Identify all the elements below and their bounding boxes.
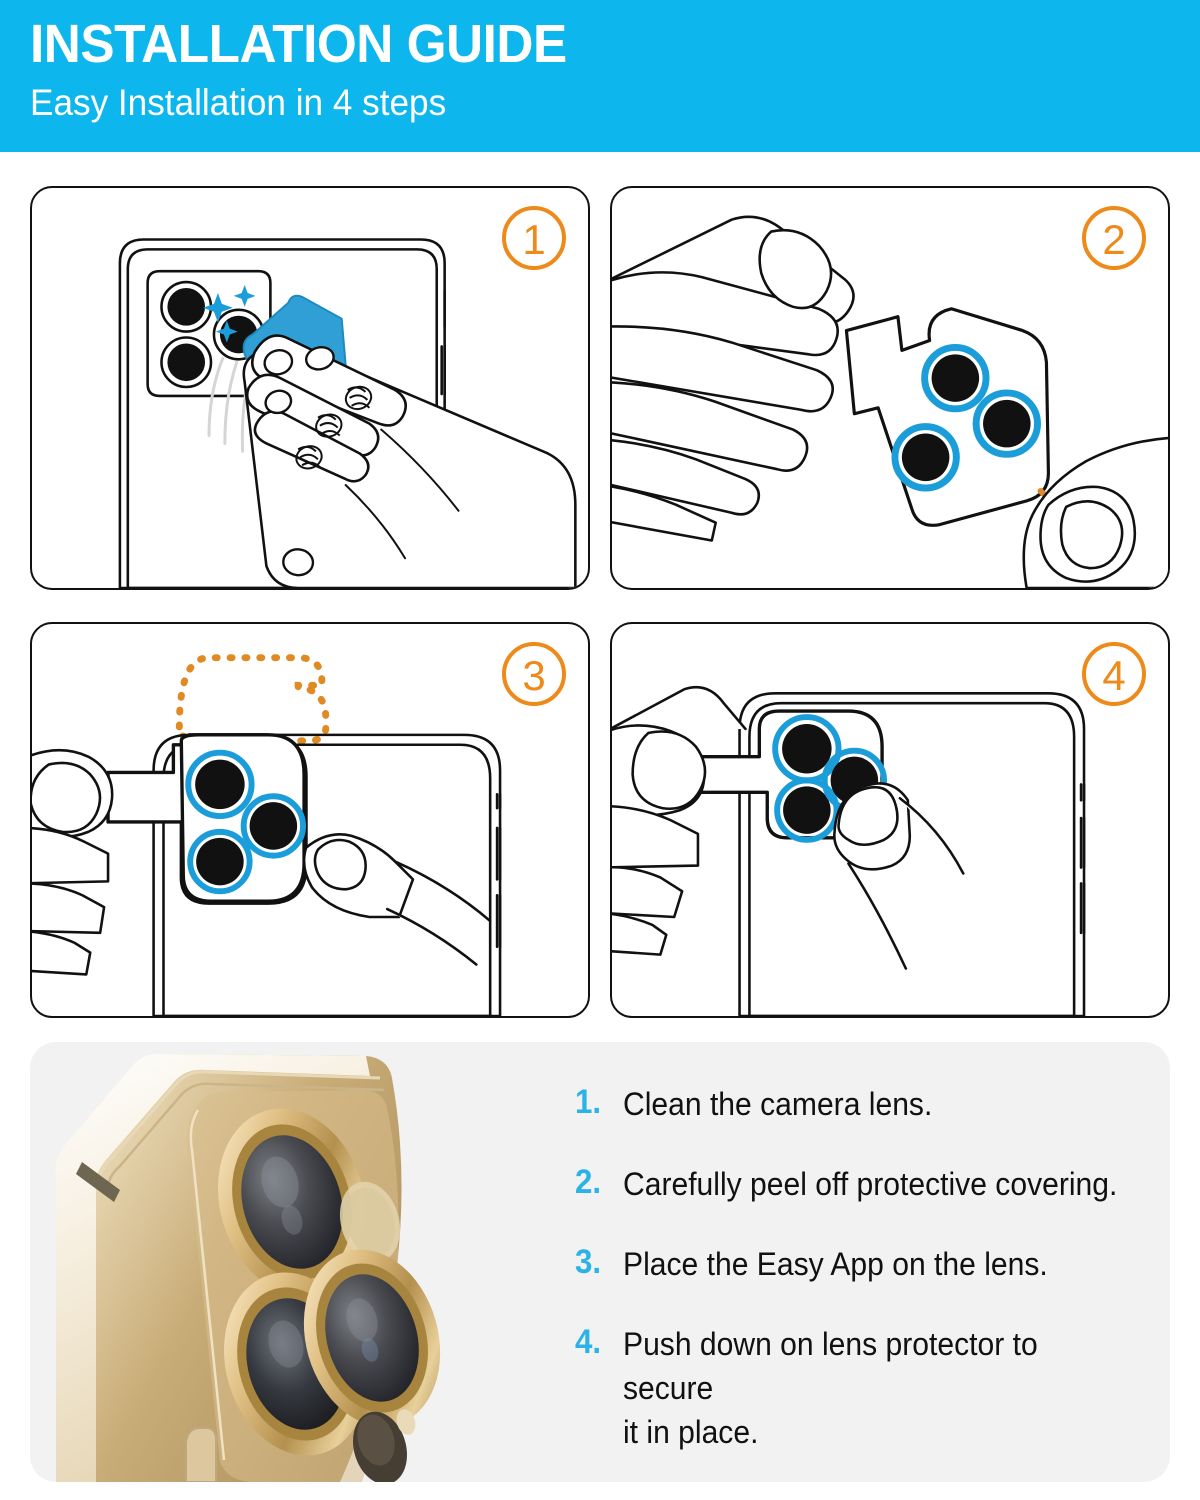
step-number-badge-1: 1 [502, 206, 566, 270]
list-item-number: 3. [575, 1243, 602, 1281]
camera-lens-top [218, 1108, 366, 1296]
list-item: 3. Place the Easy App on the lens. [575, 1242, 1155, 1286]
sparkle-icon [203, 285, 256, 343]
page-subtitle: Easy Installation in 4 steps [30, 82, 447, 123]
list-item-number: 2. [575, 1163, 602, 1201]
step-panel-1: 1 [30, 186, 590, 590]
camera-lens-bottom-right [303, 1249, 441, 1427]
list-item: 4. Push down on lens protector to secure… [575, 1322, 1155, 1454]
step-panel-2: 2 [610, 186, 1170, 590]
installation-steps-grid: 1 [30, 186, 1170, 1018]
list-item-text: Place the Easy App on the lens. [623, 1246, 1048, 1282]
step-number-badge-4: 4 [1082, 642, 1146, 706]
list-item-text: Push down on lens protector to secure it… [623, 1326, 1038, 1450]
header-banner: INSTALLATION GUIDE Easy Installation in … [0, 0, 1200, 152]
list-item-text: Clean the camera lens. [623, 1086, 933, 1122]
lower-hand [1022, 436, 1168, 588]
step-2-illustration [612, 215, 1168, 588]
gold-iphone-photo [55, 1053, 441, 1482]
summary-panel: 1. Clean the camera lens. 2. Carefully p… [30, 1042, 1170, 1482]
list-item-text: Carefully peel off protective covering. [623, 1166, 1118, 1202]
list-item-number: 1. [575, 1083, 602, 1121]
step-panel-3: 3 [30, 622, 590, 1018]
upper-hand [612, 215, 855, 542]
instruction-list: 1. Clean the camera lens. 2. Carefully p… [575, 1082, 1155, 1454]
step-number-badge-3: 3 [502, 642, 566, 706]
list-item: 1. Clean the camera lens. [575, 1082, 1155, 1126]
step-panel-4: 4 [610, 622, 1170, 1018]
step-1-illustration [118, 238, 577, 588]
pressing-finger [833, 782, 965, 970]
step-3-illustration [32, 654, 502, 1016]
step-number-badge-2: 2 [1082, 206, 1146, 270]
lens-protector-placed [106, 733, 308, 905]
left-hand [32, 748, 114, 976]
step-4-illustration [612, 685, 1086, 1016]
list-item: 2. Carefully peel off protective coverin… [575, 1162, 1155, 1206]
right-finger [302, 833, 492, 966]
left-hand [612, 685, 747, 956]
page-title: INSTALLATION GUIDE [30, 14, 567, 74]
lens-protector [844, 307, 1050, 527]
list-item-number: 4. [575, 1323, 602, 1361]
